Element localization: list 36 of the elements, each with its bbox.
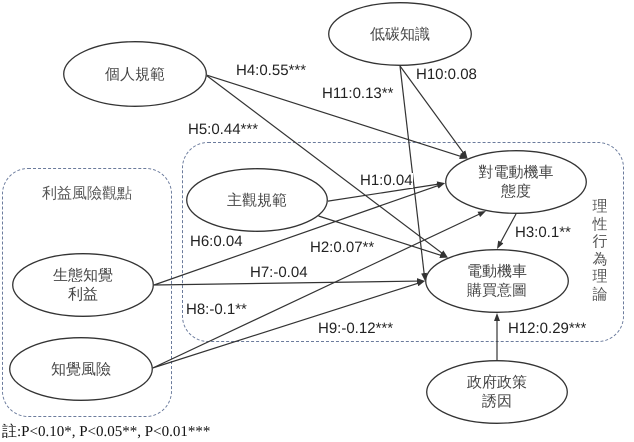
construct-ellipse: 個人規範 bbox=[63, 41, 207, 107]
arrow bbox=[328, 181, 446, 202]
construct-ellipse: 低碳知識 bbox=[328, 2, 472, 66]
construct-ellipse: 主觀規範 bbox=[186, 168, 328, 232]
note: 註:P<0.10*, P<0.05**, P<0.01*** bbox=[2, 424, 210, 440]
group-heading: 利益風險觀點 bbox=[42, 185, 132, 202]
arrow bbox=[400, 66, 468, 159]
edge-label: H7:-0.04 bbox=[250, 265, 308, 280]
edge-label: H3:0.1** bbox=[515, 225, 571, 240]
arrow bbox=[399, 66, 428, 281]
arrow bbox=[152, 211, 486, 368]
edge-label: H11:0.13** bbox=[322, 86, 394, 101]
edge-label: H12:0.29*** bbox=[508, 321, 586, 336]
construct-ellipse: 知覺風險 bbox=[9, 337, 153, 401]
arrow bbox=[318, 215, 448, 258]
edge-label: H2:0.07** bbox=[310, 240, 374, 255]
arrow bbox=[154, 278, 425, 286]
edge-label: H8:-0.1** bbox=[186, 302, 247, 317]
arrow bbox=[154, 182, 446, 286]
construct-ellipse: 電動機車購買意圖 bbox=[425, 249, 569, 313]
arrow bbox=[497, 214, 517, 249]
construct-ellipse: 政府政策誘因 bbox=[426, 360, 568, 424]
construct-ellipse: 生態知覺利益 bbox=[12, 253, 154, 317]
edge-label: H1:0.04 bbox=[360, 173, 413, 188]
edge-label: H9:-0.12*** bbox=[318, 321, 394, 336]
arrow bbox=[494, 313, 500, 360]
edge-label: H5:0.44*** bbox=[188, 122, 258, 137]
construct-ellipse: 對電動機車態度 bbox=[445, 150, 587, 214]
arrow bbox=[206, 75, 448, 258]
edge-label: H4:0.55*** bbox=[236, 63, 306, 78]
arrow bbox=[152, 280, 425, 368]
group-heading: 理性行為理論 bbox=[592, 198, 608, 303]
arrow bbox=[206, 74, 468, 159]
dashed-group-box bbox=[2, 168, 172, 417]
edge-label: H6:0.04 bbox=[190, 234, 243, 249]
edge-label: H10:0.08 bbox=[416, 67, 477, 82]
